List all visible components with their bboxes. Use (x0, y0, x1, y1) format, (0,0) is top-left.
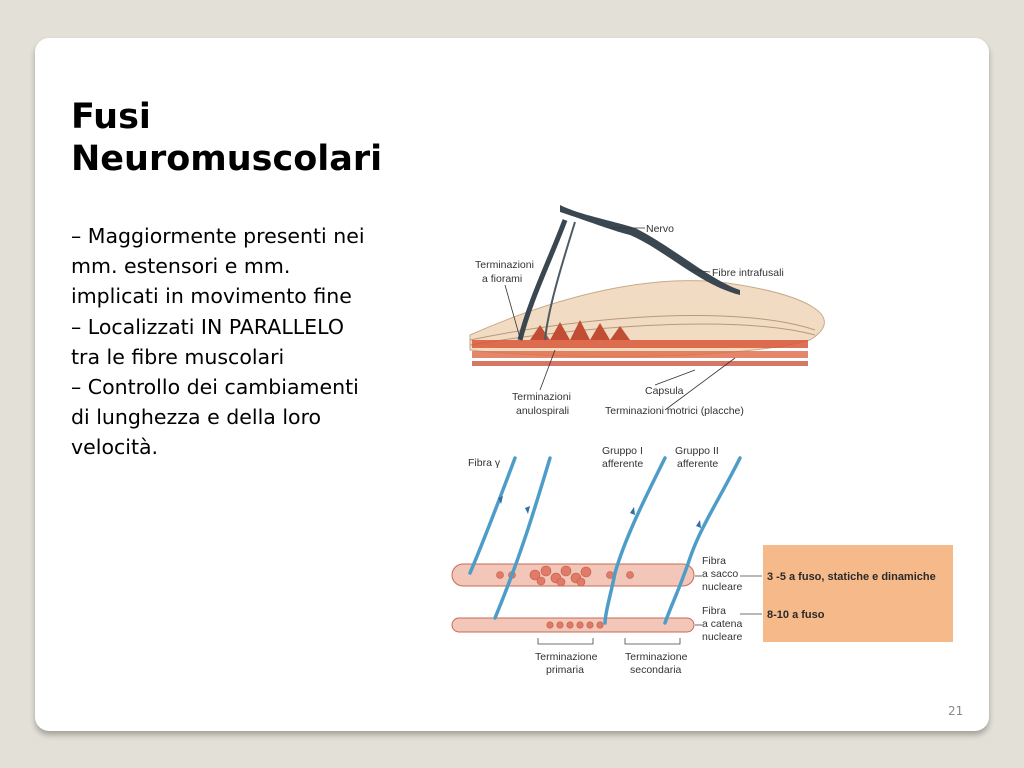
body-line: velocità. (71, 435, 159, 460)
body-line: mm. estensori e mm. (71, 254, 291, 279)
annotation-box (763, 545, 953, 642)
label-fibra-catena: nucleare (702, 631, 742, 643)
page-number: 21 (948, 704, 964, 718)
body-line: – Controllo dei cambiamenti (71, 375, 359, 400)
label-fibra-sacco: nucleare (702, 581, 742, 593)
label-gruppo-2: afferente (677, 458, 718, 470)
label-fibra-sacco: a sacco (702, 568, 738, 580)
label-terminazioni-anulospirali: anulospirali (516, 405, 569, 417)
nerve-branch (560, 205, 740, 295)
group-1-afferent-fiber (603, 456, 667, 625)
label-fibra-sacco: Fibra (702, 555, 726, 567)
intrafusal-fiber (472, 351, 808, 358)
gamma-fiber (468, 456, 517, 575)
slide-title-line-2: Neuromuscolari (71, 139, 383, 179)
slide-title: Fusi Neuromuscolari (71, 96, 451, 180)
muscle-spindle-figure-bottom: Fibra γ Gruppo I afferente Gruppo II aff… (451, 445, 953, 676)
group-2-afferent-fiber (663, 456, 742, 625)
muscle-spindle-figure-top: Nervo Terminazioni a fiorami Fibre intra… (469, 205, 825, 417)
label-gruppo-2: Gruppo II (675, 445, 719, 457)
intrafusal-fiber (472, 340, 808, 348)
slide-body-text: – Maggiormente presenti nei mm. estensor… (71, 221, 451, 463)
slide-title-line-1: Fusi (71, 97, 151, 137)
body-line: implicati in movimento fine (71, 284, 352, 309)
label-fibra-catena: Fibra (702, 605, 726, 617)
annulospiral-endings (530, 320, 630, 340)
body-line: – Localizzati IN PARALLELO (71, 314, 344, 339)
label-terminazioni-fiorami: a fiorami (482, 273, 522, 285)
annotation-catena: 8-10 a fuso (767, 609, 825, 621)
label-terminazione-secondaria: Terminazione (625, 651, 688, 663)
label-terminazioni-fiorami: Terminazioni (475, 259, 534, 271)
intrafusal-fiber (472, 361, 808, 366)
label-terminazione-primaria: primaria (546, 664, 584, 676)
label-terminazione-secondaria: secondaria (630, 664, 682, 676)
label-terminazioni-anulospirali: Terminazioni (512, 391, 571, 403)
label-fibre-intrafusali: Fibre intrafusali (712, 267, 784, 279)
gamma-fiber (493, 456, 552, 620)
body-line: – Maggiormente presenti nei (71, 224, 365, 248)
label-fibra-gamma: Fibra γ (468, 457, 501, 469)
label-gruppo-1: Gruppo I (602, 445, 643, 457)
label-capsula: Capsula (645, 385, 684, 397)
body-line: tra le fibre muscolari (71, 344, 285, 369)
label-terminazione-primaria: Terminazione (535, 651, 598, 663)
annotation-sacco: 3 -5 a fuso, statiche e dinamiche (767, 571, 936, 583)
label-gruppo-1: afferente (602, 458, 643, 470)
nerve-branch (517, 219, 568, 341)
label-nervo: Nervo (646, 223, 674, 235)
label-fibra-catena: a catena (702, 618, 742, 630)
body-line: di lunghezza e della loro (71, 405, 322, 430)
label-terminazioni-motrici: Terminazioni motrici (placche) (605, 405, 744, 417)
